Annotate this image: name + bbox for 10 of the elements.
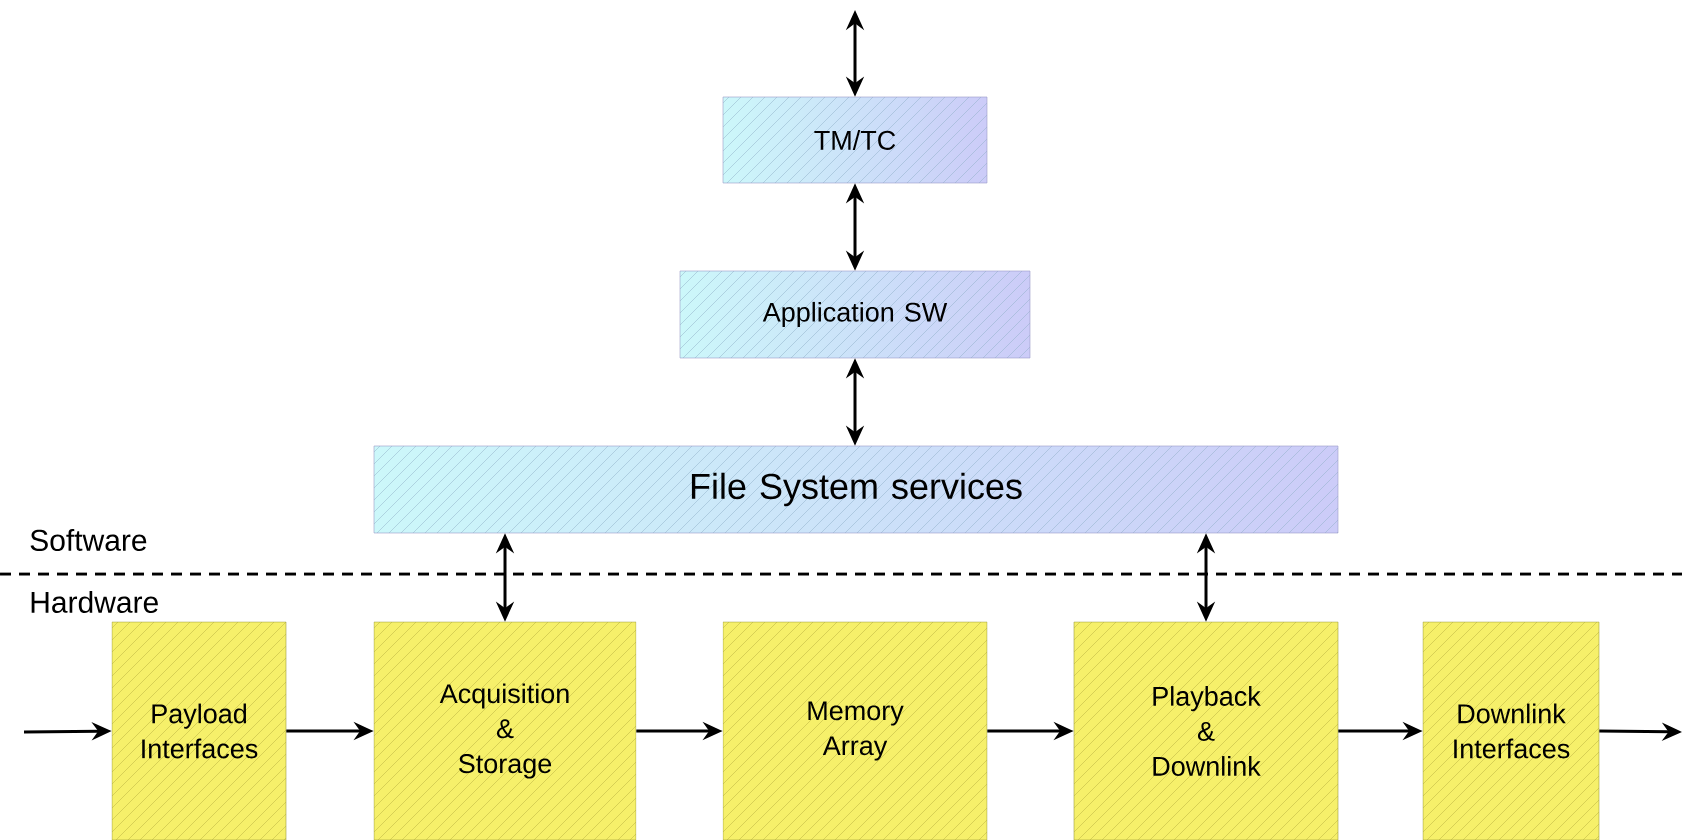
software-box: Application SW xyxy=(679,270,1031,359)
software-box: TM/TC xyxy=(722,96,988,184)
layer-label: Hardware xyxy=(31,591,158,613)
hardware-box: Downlink Interfaces xyxy=(1422,621,1600,840)
hardware-box: Payload Interfaces xyxy=(111,621,287,840)
hardware-box: Acquisition & Storage xyxy=(373,621,637,840)
hardware-box: Memory Array xyxy=(722,621,988,840)
hardware-box: Playback & Downlink xyxy=(1073,621,1339,840)
layer-label: Software xyxy=(30,529,147,551)
software-box: File System services xyxy=(373,445,1339,534)
